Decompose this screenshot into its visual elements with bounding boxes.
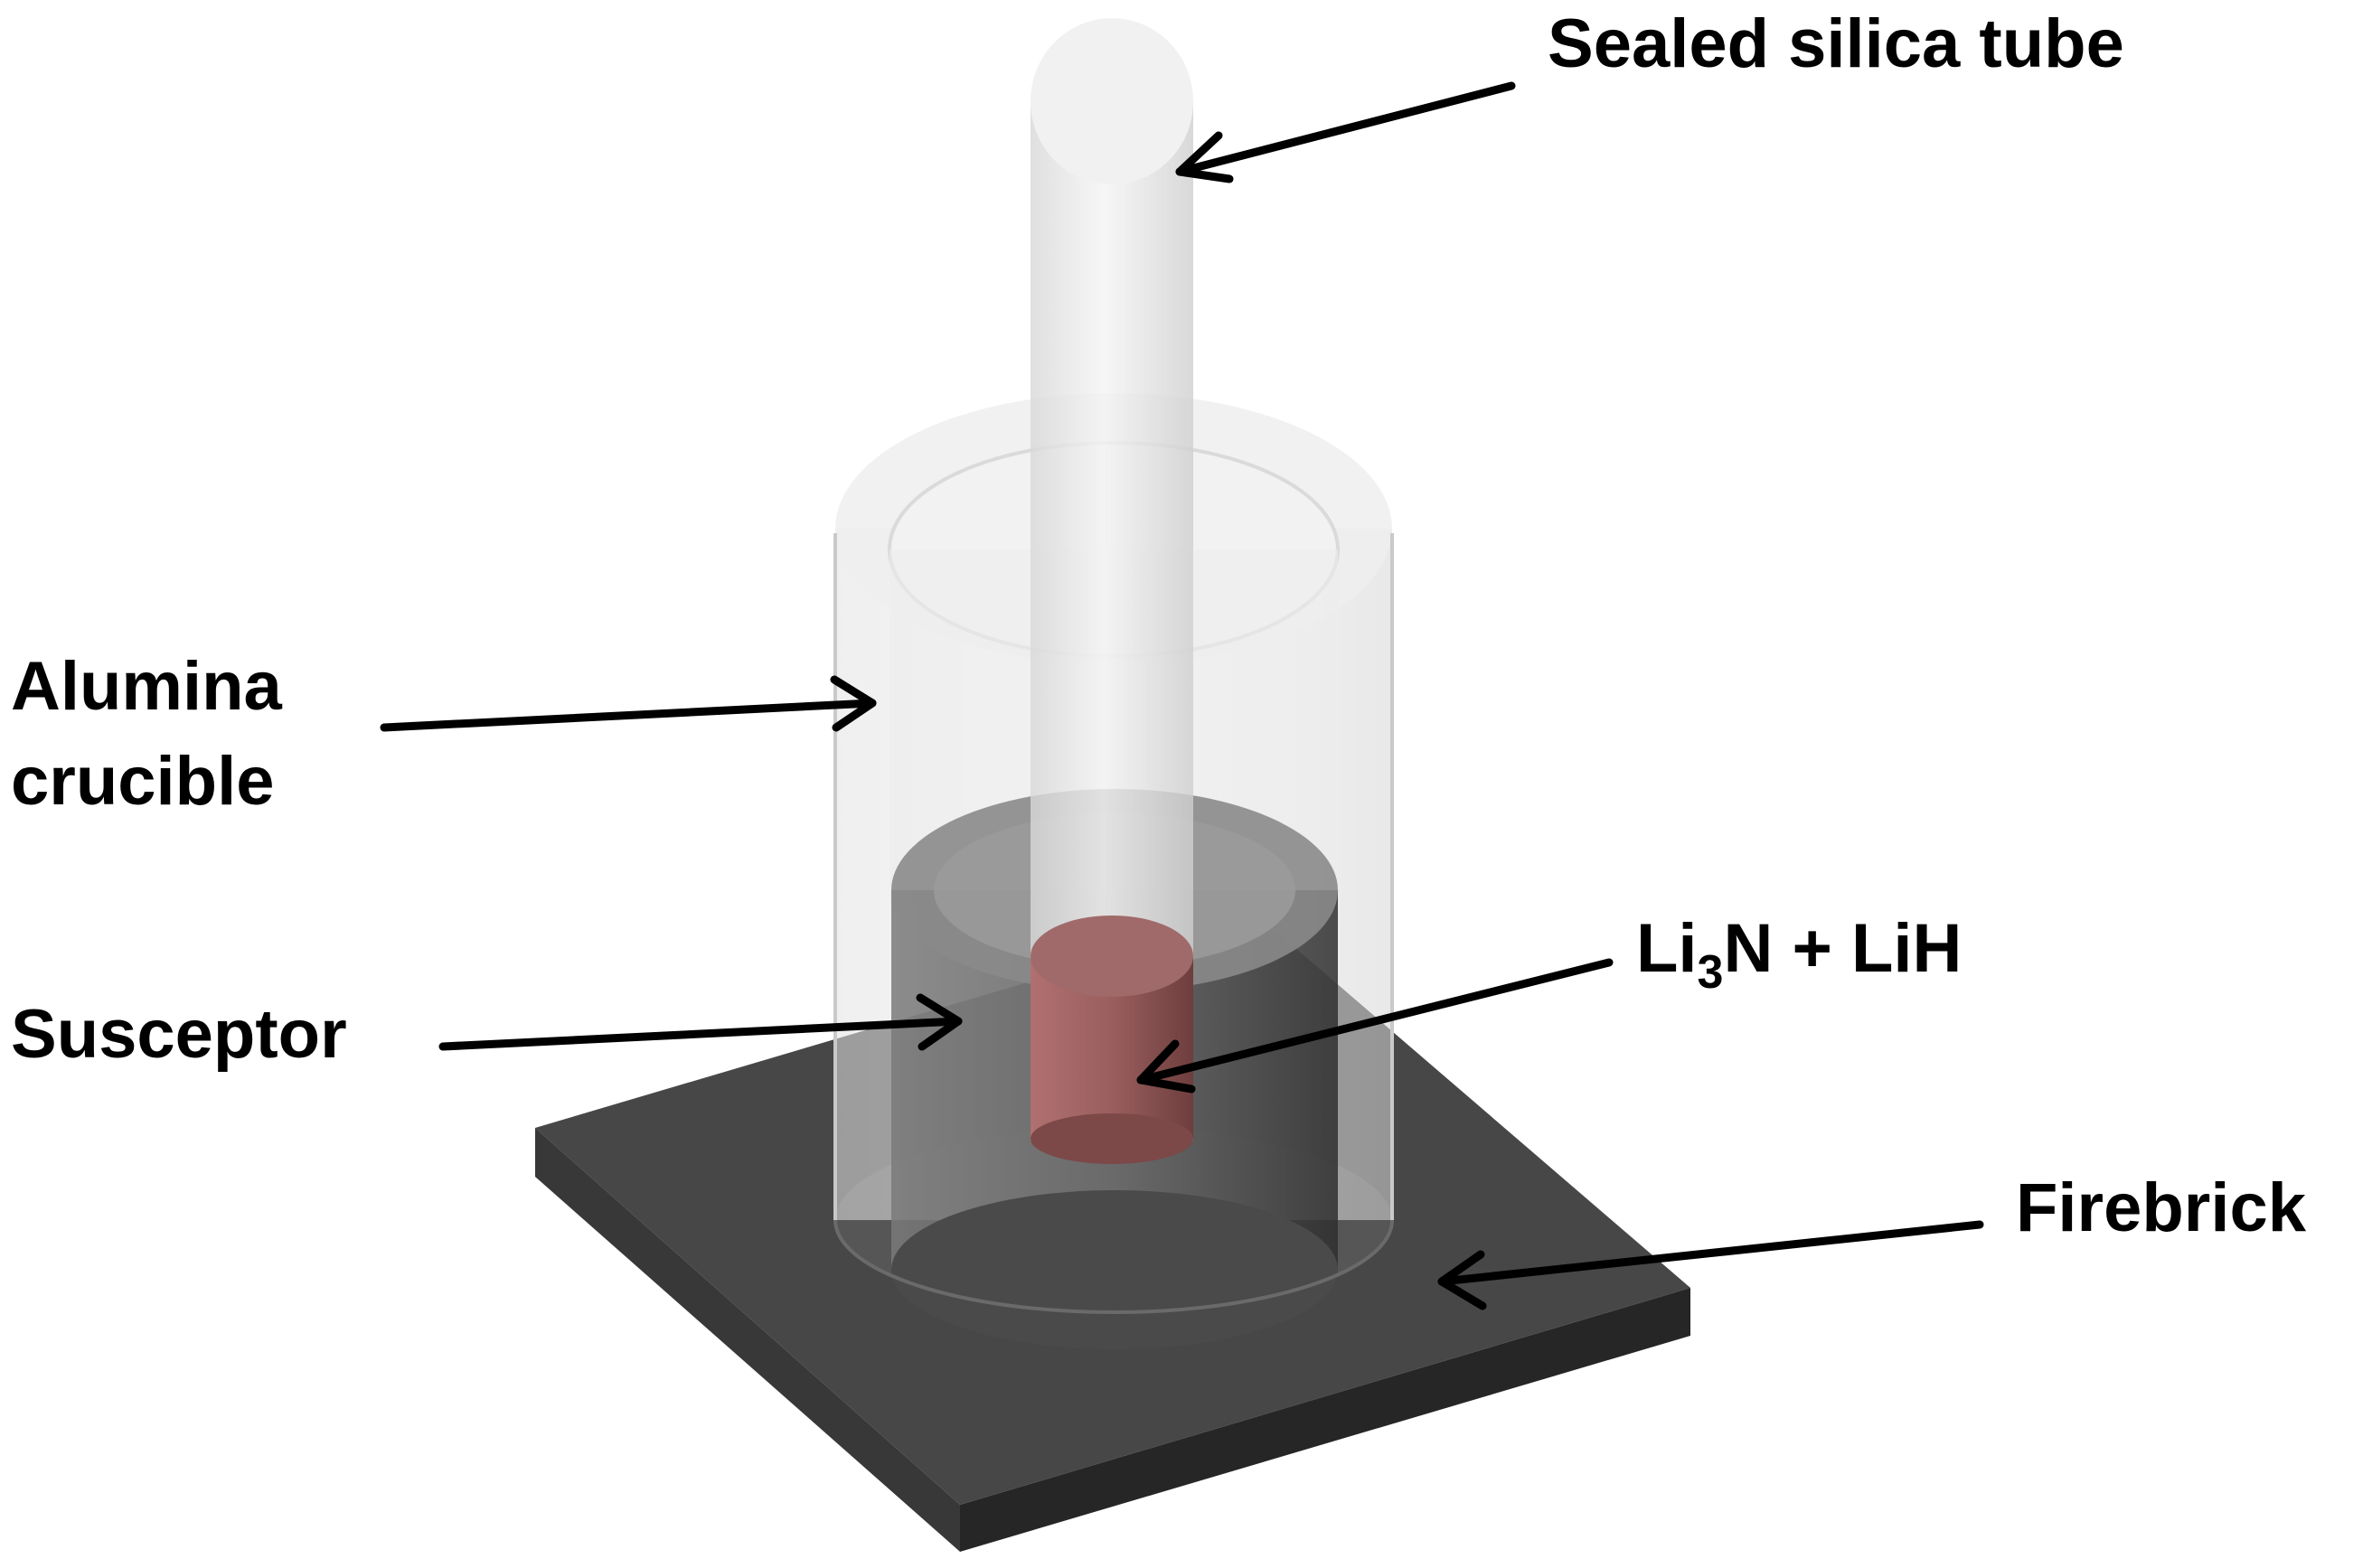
label-crucible: crucible — [11, 743, 274, 820]
label-sealed-silica-tube: Sealed silica tube — [1548, 5, 2124, 82]
arrow-tube — [1175, 81, 1516, 183]
arrow-crucible — [380, 675, 877, 732]
sample-top — [1031, 915, 1193, 997]
sample-bottom — [1031, 1113, 1193, 1164]
firebrick-side-left — [535, 1128, 960, 1552]
arrow-susceptor — [438, 993, 963, 1051]
firebrick-side-front — [960, 1288, 1690, 1552]
sample-pellet — [1031, 915, 1193, 1164]
susceptor-bottom — [891, 1190, 1338, 1349]
tube-dome — [1031, 18, 1193, 184]
label-firebrick: Firebrick — [2016, 1169, 2307, 1246]
label-sample: Li3N + LiH — [1636, 910, 1962, 999]
arrow-firebrick — [1437, 1220, 1984, 1310]
label-sample-prefix: Li — [1636, 910, 1698, 987]
arrow-sample — [1136, 958, 1614, 1094]
label-sample-suffix: N + LiH — [1723, 910, 1962, 987]
label-susceptor: Susceptor — [11, 996, 347, 1073]
crucible-front-outline — [833, 533, 1394, 1314]
label-alumina: Alumina — [11, 648, 283, 725]
label-sample-subscript: 3 — [1698, 946, 1724, 999]
